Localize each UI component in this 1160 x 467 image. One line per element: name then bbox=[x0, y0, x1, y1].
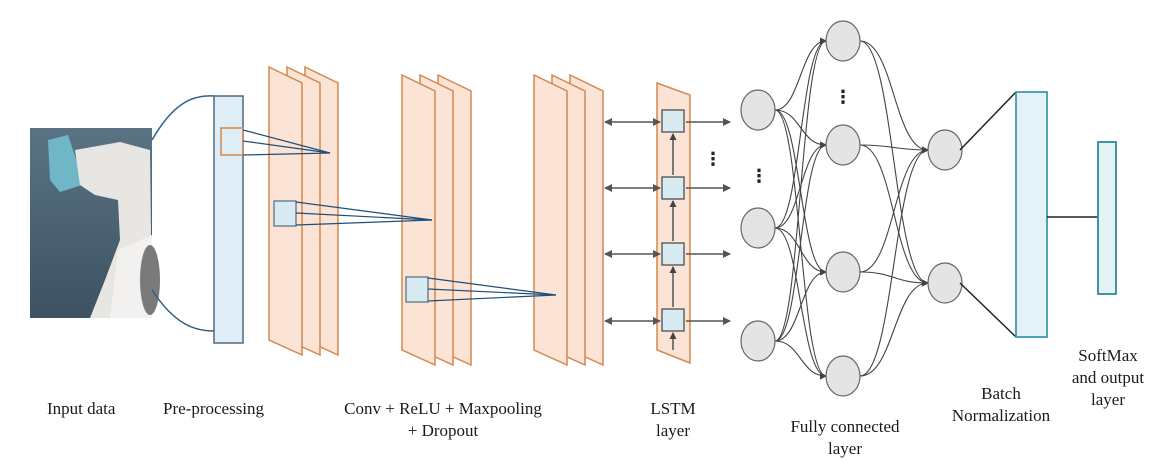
fc-edge bbox=[774, 268, 827, 342]
fc-edge bbox=[859, 146, 929, 273]
conv-stack-3 bbox=[533, 73, 604, 367]
fc-edge bbox=[774, 37, 827, 111]
label-fc-line1: Fully connected bbox=[790, 417, 900, 436]
label-input-text: Input data bbox=[47, 399, 116, 418]
input-image bbox=[30, 128, 160, 318]
neuron-c2 bbox=[927, 262, 963, 304]
label-lstm-line2: layer bbox=[656, 421, 690, 440]
label-softmax-line1: SoftMax bbox=[1078, 346, 1138, 365]
fc-input-neurons bbox=[740, 89, 776, 362]
fc-edge bbox=[859, 144, 929, 287]
lstm-cell-4 bbox=[661, 308, 685, 332]
label-fully-connected: Fully connected layer bbox=[775, 416, 915, 460]
neuron-b1 bbox=[825, 20, 861, 62]
fc-output-neurons bbox=[927, 129, 963, 304]
label-conv-line1: Conv + ReLU + Maxpooling bbox=[344, 399, 542, 418]
label-conv-line2: + Dropout bbox=[407, 421, 479, 440]
fc-edge bbox=[859, 144, 929, 154]
neuron-a3 bbox=[740, 320, 776, 362]
label-softmax-line3: layer bbox=[1091, 390, 1125, 409]
neuron-c1 bbox=[927, 129, 963, 171]
fc-edge bbox=[774, 37, 827, 229]
input-connector-top bbox=[151, 95, 215, 141]
fc-hidden-neurons bbox=[825, 20, 861, 397]
fc-edge bbox=[859, 279, 929, 377]
fully-connected-edges bbox=[774, 37, 929, 380]
fc-edge bbox=[774, 141, 827, 342]
input-connector-bottom bbox=[151, 289, 215, 332]
fc-hidden-ellipsis: ⋮ bbox=[834, 87, 852, 108]
fc-edge bbox=[774, 340, 827, 380]
label-softmax-line2: and output bbox=[1071, 368, 1145, 387]
neuron-a2 bbox=[740, 207, 776, 249]
preprocessing-block bbox=[213, 95, 244, 344]
label-bn-line2: Normalization bbox=[951, 406, 1051, 425]
fc-edge bbox=[774, 37, 827, 342]
conv-stack-1 bbox=[268, 65, 339, 357]
conv-stack-2 bbox=[401, 73, 472, 367]
fc-edge bbox=[774, 227, 827, 276]
fc-edge bbox=[774, 109, 827, 149]
label-preprocessing-text: Pre-processing bbox=[163, 399, 265, 418]
fc-edge bbox=[774, 227, 827, 380]
label-batch-normalization: Batch Normalization bbox=[940, 383, 1062, 427]
label-softmax: SoftMax and output layer bbox=[1060, 345, 1156, 411]
label-conv: Conv + ReLU + Maxpooling + Dropout bbox=[325, 398, 561, 442]
fc-edge bbox=[859, 146, 929, 377]
label-bn-line1: Batch bbox=[981, 384, 1021, 403]
label-input-data: Input data bbox=[47, 398, 115, 420]
fc-edge bbox=[859, 40, 929, 154]
neuron-b4 bbox=[825, 355, 861, 397]
batch-normalization-block bbox=[959, 91, 1048, 338]
neuron-b2 bbox=[825, 124, 861, 166]
lstm-ellipsis: ⋮ bbox=[704, 149, 722, 170]
lstm-cell-3 bbox=[661, 242, 685, 266]
softmax-output-block bbox=[1047, 141, 1117, 295]
neuron-a1 bbox=[740, 89, 776, 131]
label-preprocessing: Pre-processing bbox=[163, 398, 264, 420]
label-lstm: LSTM layer bbox=[640, 398, 706, 442]
fc-input-ellipsis: ⋮ bbox=[750, 166, 768, 187]
lstm-cell-2 bbox=[661, 176, 685, 200]
fc-edge bbox=[859, 40, 929, 287]
fc-edge bbox=[859, 271, 929, 287]
label-fc-line2: layer bbox=[828, 439, 862, 458]
neuron-b3 bbox=[825, 251, 861, 293]
label-lstm-line1: LSTM bbox=[650, 399, 696, 418]
lstm-cell-1 bbox=[661, 109, 685, 133]
lstm-layer bbox=[604, 81, 731, 365]
receptive-field-lines bbox=[242, 129, 557, 302]
